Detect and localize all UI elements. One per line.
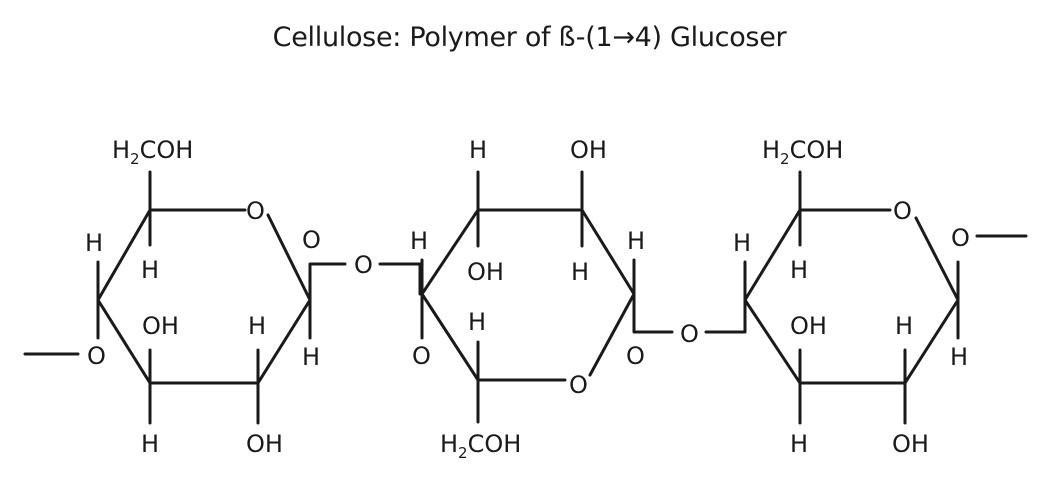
ring-2-c4-oh: OH: [467, 258, 504, 286]
ring-3-c5-h: H: [790, 256, 808, 284]
ring-2-c2-o: O: [626, 342, 645, 370]
glucose-ring-3: H2COH O H H OH H H OH O H: [733, 136, 1028, 458]
glycosidic-bond-2-left: [632, 292, 674, 334]
ring-2-c1-o: O: [412, 342, 431, 370]
ring-1-c1-o: O: [302, 226, 321, 254]
ring-1-c5-h: H: [141, 256, 159, 284]
ring-2-c3-h: H: [571, 258, 589, 286]
ring-1-ch2oh: H2COH: [112, 136, 193, 168]
ring-3-oxygen: O: [893, 197, 912, 225]
ring-1-oxygen: O: [246, 197, 265, 225]
ring-3-c4-h: H: [733, 229, 751, 257]
diagram-title: Cellulose: Polymer of ß-(1→4) Glucoser: [272, 22, 787, 53]
ring-1-c3-oh: OH: [142, 312, 179, 340]
ring-3-ch2oh: H2COH: [762, 136, 843, 168]
bridge-oxygen-1: O: [354, 251, 373, 279]
ring-3-c1-h: H: [950, 343, 968, 371]
ring-2-c3-oh: OH: [570, 136, 607, 164]
ring-3-c3-h: H: [790, 430, 808, 458]
ring-3-c2-oh: OH: [892, 430, 929, 458]
ring-2-c2-h: H: [627, 227, 645, 255]
glucose-ring-1: H2COH O H H O OH H H OH O H: [23, 136, 347, 458]
ring-1-bonds: [96, 208, 312, 385]
ring-1-c2-oh: OH: [246, 430, 283, 458]
ring-2-bonds: [420, 208, 636, 382]
ring-2-oxygen: O: [569, 371, 588, 399]
ring-1-c1-h: H: [302, 343, 320, 371]
ring-3-bonds: [743, 208, 960, 385]
glucose-ring-2: H OH H OH H H H O O O H2COH: [410, 136, 674, 462]
bridge-oxygen-2: O: [680, 320, 699, 348]
glycosidic-bond-1-right: [378, 262, 422, 296]
ring-1-c2-h: H: [248, 312, 266, 340]
ring-2-c1-h: H: [410, 227, 428, 255]
glycosidic-bond-2-right: [704, 298, 747, 334]
ring-3-c1-o: O: [951, 224, 970, 252]
ring-1-c4-h: H: [85, 229, 103, 257]
ring-1-c3-h: H: [141, 430, 159, 458]
ring-3-c2-h: H: [895, 312, 913, 340]
glycosidic-bond-1-left: [308, 262, 347, 302]
ring-3-c3-oh: OH: [790, 312, 827, 340]
ring-1-c4-o: O: [87, 342, 106, 370]
ring-2-c5-h: H: [468, 308, 486, 336]
ring-2-c4-h: H: [469, 136, 487, 164]
ring-2-ch2oh: H2COH: [440, 430, 521, 462]
